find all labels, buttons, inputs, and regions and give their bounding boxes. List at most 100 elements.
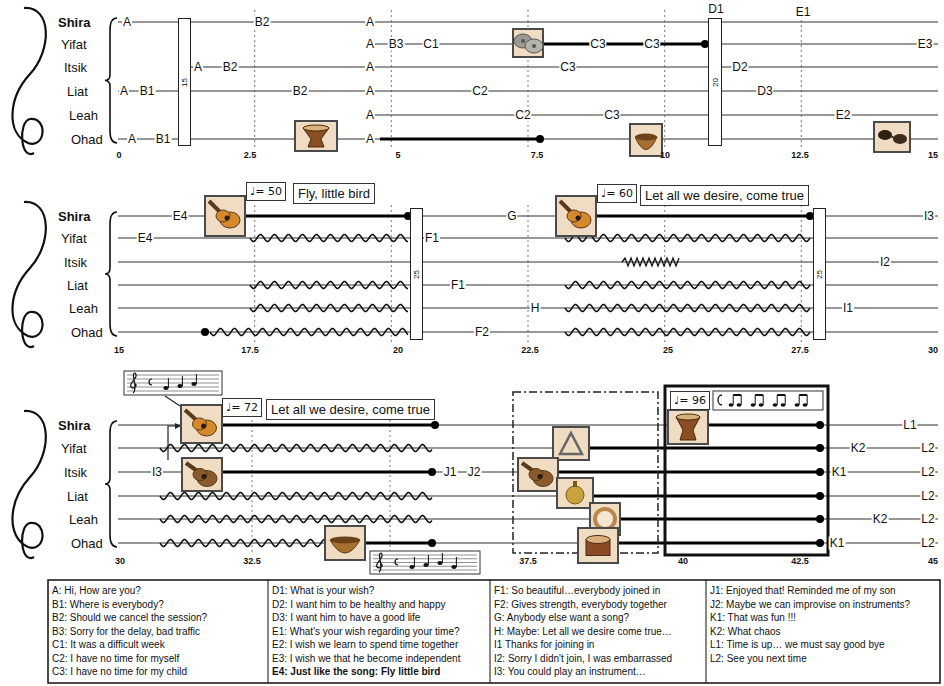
note-head — [751, 403, 756, 407]
picture-frame — [668, 410, 708, 444]
table-cell: I1 Thanks for joining in — [494, 638, 702, 652]
instrument-picture — [181, 405, 222, 443]
time-tick: 30 — [928, 345, 938, 355]
table-cell: L2: See you next time — [710, 652, 936, 666]
grid-line — [801, 205, 802, 342]
notation-box — [370, 551, 480, 574]
note-stem — [182, 376, 183, 386]
event-code: A — [127, 133, 137, 146]
note-stem — [807, 395, 808, 405]
event-code: K2 — [872, 513, 889, 526]
event-code: J2 — [467, 466, 482, 479]
singing-wave — [565, 235, 810, 242]
table-cell: E3: I wish we that he become independent — [272, 652, 486, 666]
note-head — [729, 403, 734, 407]
grid-line — [801, 10, 802, 148]
event-code: E1 — [795, 6, 812, 19]
participant-name: Itsik — [64, 255, 87, 270]
note-head — [803, 403, 808, 407]
event-code: A — [365, 109, 375, 122]
time-tick: 2.5 — [244, 150, 257, 160]
note-head — [191, 382, 196, 386]
note-stem — [442, 553, 443, 563]
cymbal-shape — [521, 39, 525, 43]
guitar-body — [202, 474, 207, 479]
event-code: A — [365, 133, 375, 146]
event-code: I3 — [151, 466, 163, 479]
table-divider — [706, 580, 707, 683]
participant-name: Ohad — [71, 536, 103, 551]
tempo-text: ♩= 50 — [250, 185, 282, 198]
time-tick: 45 — [928, 556, 938, 566]
participant-name: Leah — [69, 108, 98, 123]
note-stem — [741, 395, 742, 405]
event-code: J1 — [443, 466, 458, 479]
guitar-body — [225, 216, 230, 221]
end-dot — [816, 468, 824, 476]
event-code: C1 — [422, 38, 439, 51]
participant-name: Ohad — [71, 132, 103, 147]
event-code: I3 — [923, 210, 935, 223]
instrument-picture — [874, 122, 910, 152]
note-stem — [763, 395, 764, 405]
event-code: D1 — [707, 3, 724, 16]
tempo-text: ♩= 96 — [674, 394, 706, 407]
note-stem — [196, 374, 197, 384]
participant-name: Itsik — [64, 60, 87, 75]
end-dot — [201, 328, 209, 336]
clef-symbol — [377, 553, 383, 572]
grid-line — [254, 10, 255, 148]
notation-box — [124, 371, 222, 395]
note-head — [773, 403, 778, 407]
instrument-picture — [325, 526, 365, 560]
event-code: D3 — [756, 85, 773, 98]
playing-line — [589, 446, 820, 449]
end-dot — [431, 421, 439, 429]
time-symbol — [395, 559, 398, 565]
participant-line — [118, 138, 938, 139]
note-head — [423, 563, 428, 567]
note-stem — [168, 378, 169, 388]
grid-line — [664, 10, 665, 148]
end-dot — [816, 492, 824, 500]
bowl-shape — [330, 537, 360, 544]
event-code: A — [365, 38, 375, 51]
event-code: F1 — [424, 232, 440, 245]
time-tick: 17.5 — [241, 345, 259, 355]
playing-line — [365, 541, 432, 544]
event-code: F1 — [450, 279, 466, 292]
participant-name: Leah — [69, 301, 98, 316]
instrument-picture — [630, 124, 662, 156]
time-tick: 0 — [116, 150, 121, 160]
note-stem — [733, 395, 734, 405]
event-code: C2 — [471, 85, 488, 98]
event-code: B2 — [292, 85, 309, 98]
time-tick: 15 — [114, 345, 124, 355]
song-title-text: Let all we desire, come true — [271, 402, 430, 417]
instrument-picture — [668, 410, 708, 444]
singing-wave — [160, 445, 432, 452]
participant-name: Shira — [58, 209, 91, 224]
event-code: A — [119, 85, 129, 98]
participant-line — [365, 114, 938, 115]
table-cell: F2: Gives strength, everybody together — [494, 598, 702, 612]
table-cell: D1: What is your wish? — [272, 584, 486, 598]
singing-wave — [160, 493, 432, 500]
picture-frame — [181, 405, 222, 443]
table-cell: B1: Where is everybody? — [52, 598, 264, 612]
note-beam — [755, 394, 763, 396]
instrument-picture — [578, 528, 618, 563]
grid-line — [391, 10, 392, 148]
table-cell: B2: Should we cancel the session? — [52, 611, 264, 625]
table-column: F1: So beautiful…everybody joined inF2: … — [494, 584, 702, 681]
participant-line — [118, 90, 938, 91]
drum-shape — [586, 536, 610, 544]
song-title-text: Let all we desire, come true — [645, 188, 804, 203]
event-code: C3 — [603, 109, 620, 122]
table-cell: C2: I have no time for myself — [52, 652, 264, 666]
note-stem — [414, 557, 415, 567]
note-head — [451, 565, 456, 569]
table-cell: J2: Maybe we can improvise on instrument… — [710, 598, 936, 612]
picture-frame — [518, 458, 558, 491]
